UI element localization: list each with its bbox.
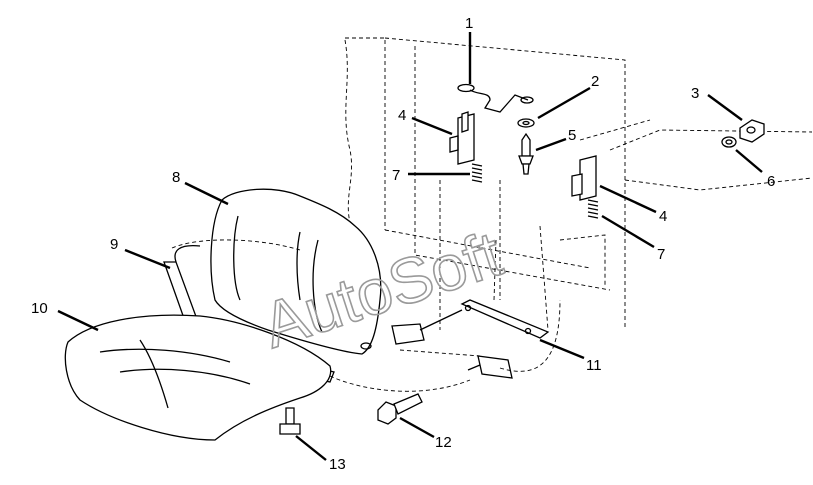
seat-cushion xyxy=(64,314,332,441)
callout-1: 1 xyxy=(465,15,473,32)
lock-washer xyxy=(721,136,737,148)
callout-10: 10 xyxy=(31,300,48,317)
callout-8: 8 xyxy=(172,169,180,186)
callout-2: 2 xyxy=(591,73,599,90)
callout-5: 5 xyxy=(568,127,576,144)
leader-lines xyxy=(57,32,763,461)
seat-back xyxy=(210,188,382,355)
callout-3: 3 xyxy=(691,85,699,102)
callout-13: 13 xyxy=(329,456,346,473)
wire-spring xyxy=(457,83,534,113)
washer xyxy=(517,118,535,128)
coil-spring-lower xyxy=(587,199,599,219)
latch-bracket-upper xyxy=(449,111,475,165)
callout-11: 11 xyxy=(586,357,602,374)
callout-4-lower: 4 xyxy=(659,208,667,225)
stud-pin xyxy=(518,132,534,175)
callout-12: 12 xyxy=(435,434,452,451)
callout-6: 6 xyxy=(767,173,775,190)
coil-spring-upper xyxy=(471,163,483,183)
mounting-bolt xyxy=(279,407,301,435)
callout-9: 9 xyxy=(110,236,118,253)
nut xyxy=(739,119,765,143)
routing-lines xyxy=(171,225,561,392)
hinge-plate xyxy=(391,299,550,379)
bolt xyxy=(377,393,423,425)
latch-bracket-lower xyxy=(571,155,597,201)
callout-7-upper: 7 xyxy=(392,167,400,184)
callout-4-upper: 4 xyxy=(398,107,406,124)
callout-labels: 1 2 3 4 5 6 7 8 4 9 7 10 11 12 13 xyxy=(31,15,775,473)
callout-7-lower: 7 xyxy=(657,246,665,263)
